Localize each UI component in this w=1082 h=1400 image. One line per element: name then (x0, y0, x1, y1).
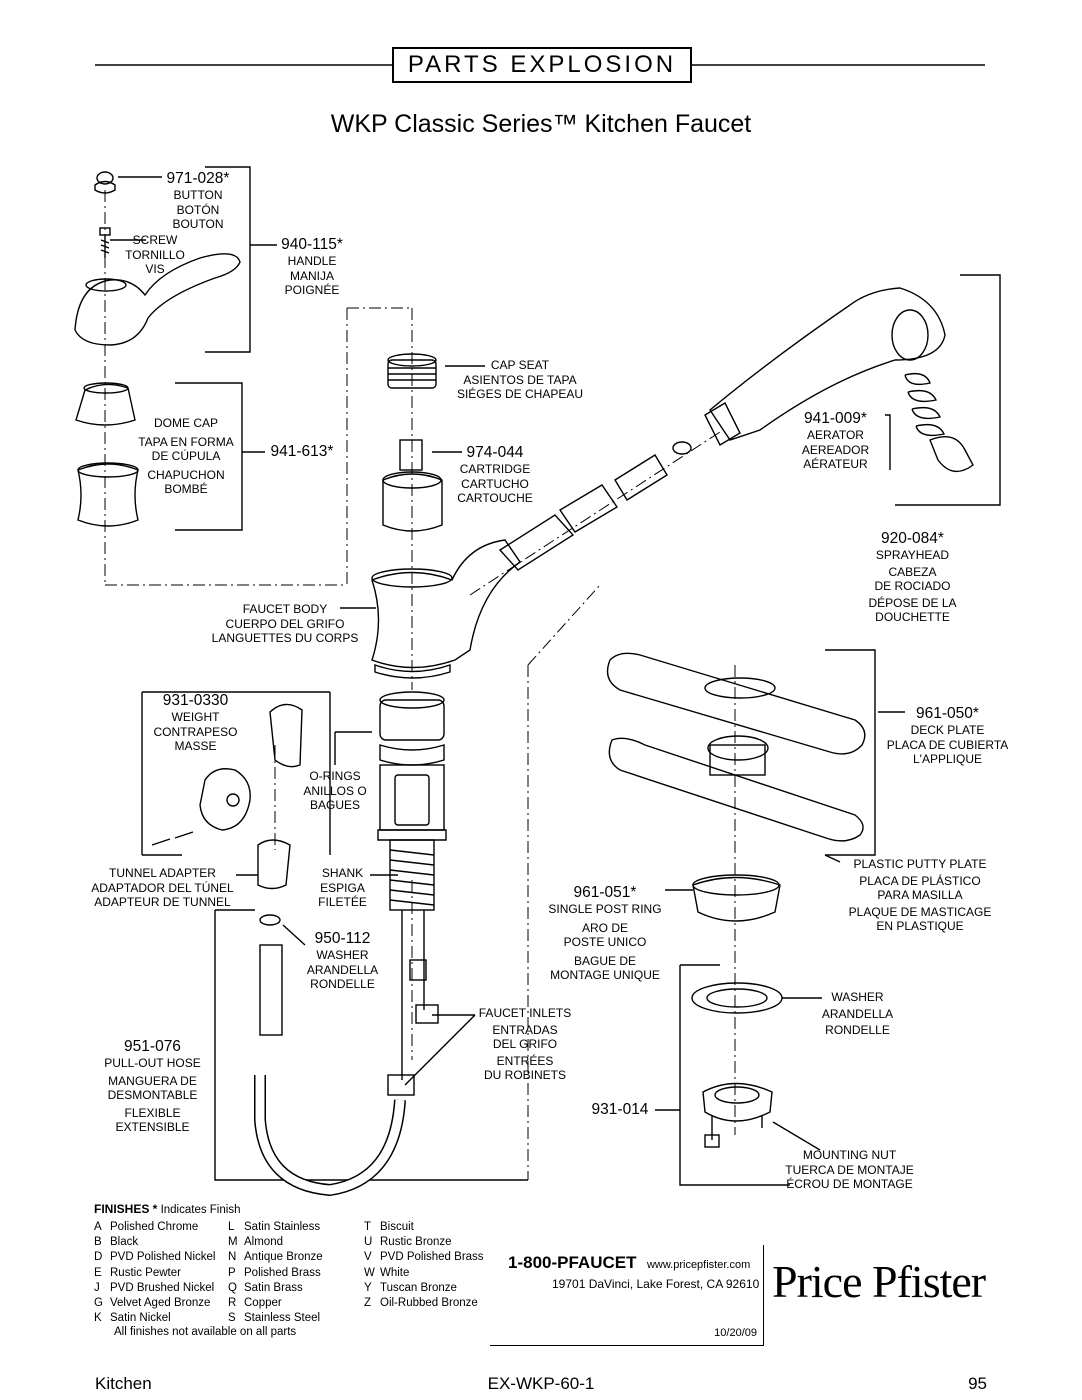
finishes-footnote: All finishes not available on all parts (114, 1326, 297, 1338)
phone-number: 1-800-PFAUCET (508, 1253, 637, 1272)
footer-page-number: 95 (968, 1374, 987, 1393)
diagram-subtitle: WKP Classic Series™ Kitchen Faucet (330, 110, 752, 138)
finishes-title: FINISHES * (94, 1202, 158, 1216)
header-title: PARTS EXPLOSION (392, 47, 692, 83)
website: www.pricepfister.com (646, 1259, 751, 1271)
revision-date: 10/20/09 (714, 1327, 757, 1339)
contact-block: 1-800-PFAUCET www.pricepfister.com 19701… (490, 1245, 764, 1346)
label-mount-number: 931-014 (591, 1101, 649, 1118)
brand-logo: Price Pfister (772, 1256, 986, 1307)
footer-category: Kitchen (95, 1374, 152, 1393)
address: 19701 DaVinci, Lake Forest, CA 92610 (552, 1277, 760, 1291)
finishes-note: Indicates Finish (160, 1204, 241, 1216)
label-washer-mount: WASHER ARANDELLA RONDELLE (821, 990, 894, 1037)
label-dome-cap-number: 941-613* (270, 443, 334, 460)
footer-document-number: EX-WKP-60-1 (487, 1374, 595, 1393)
